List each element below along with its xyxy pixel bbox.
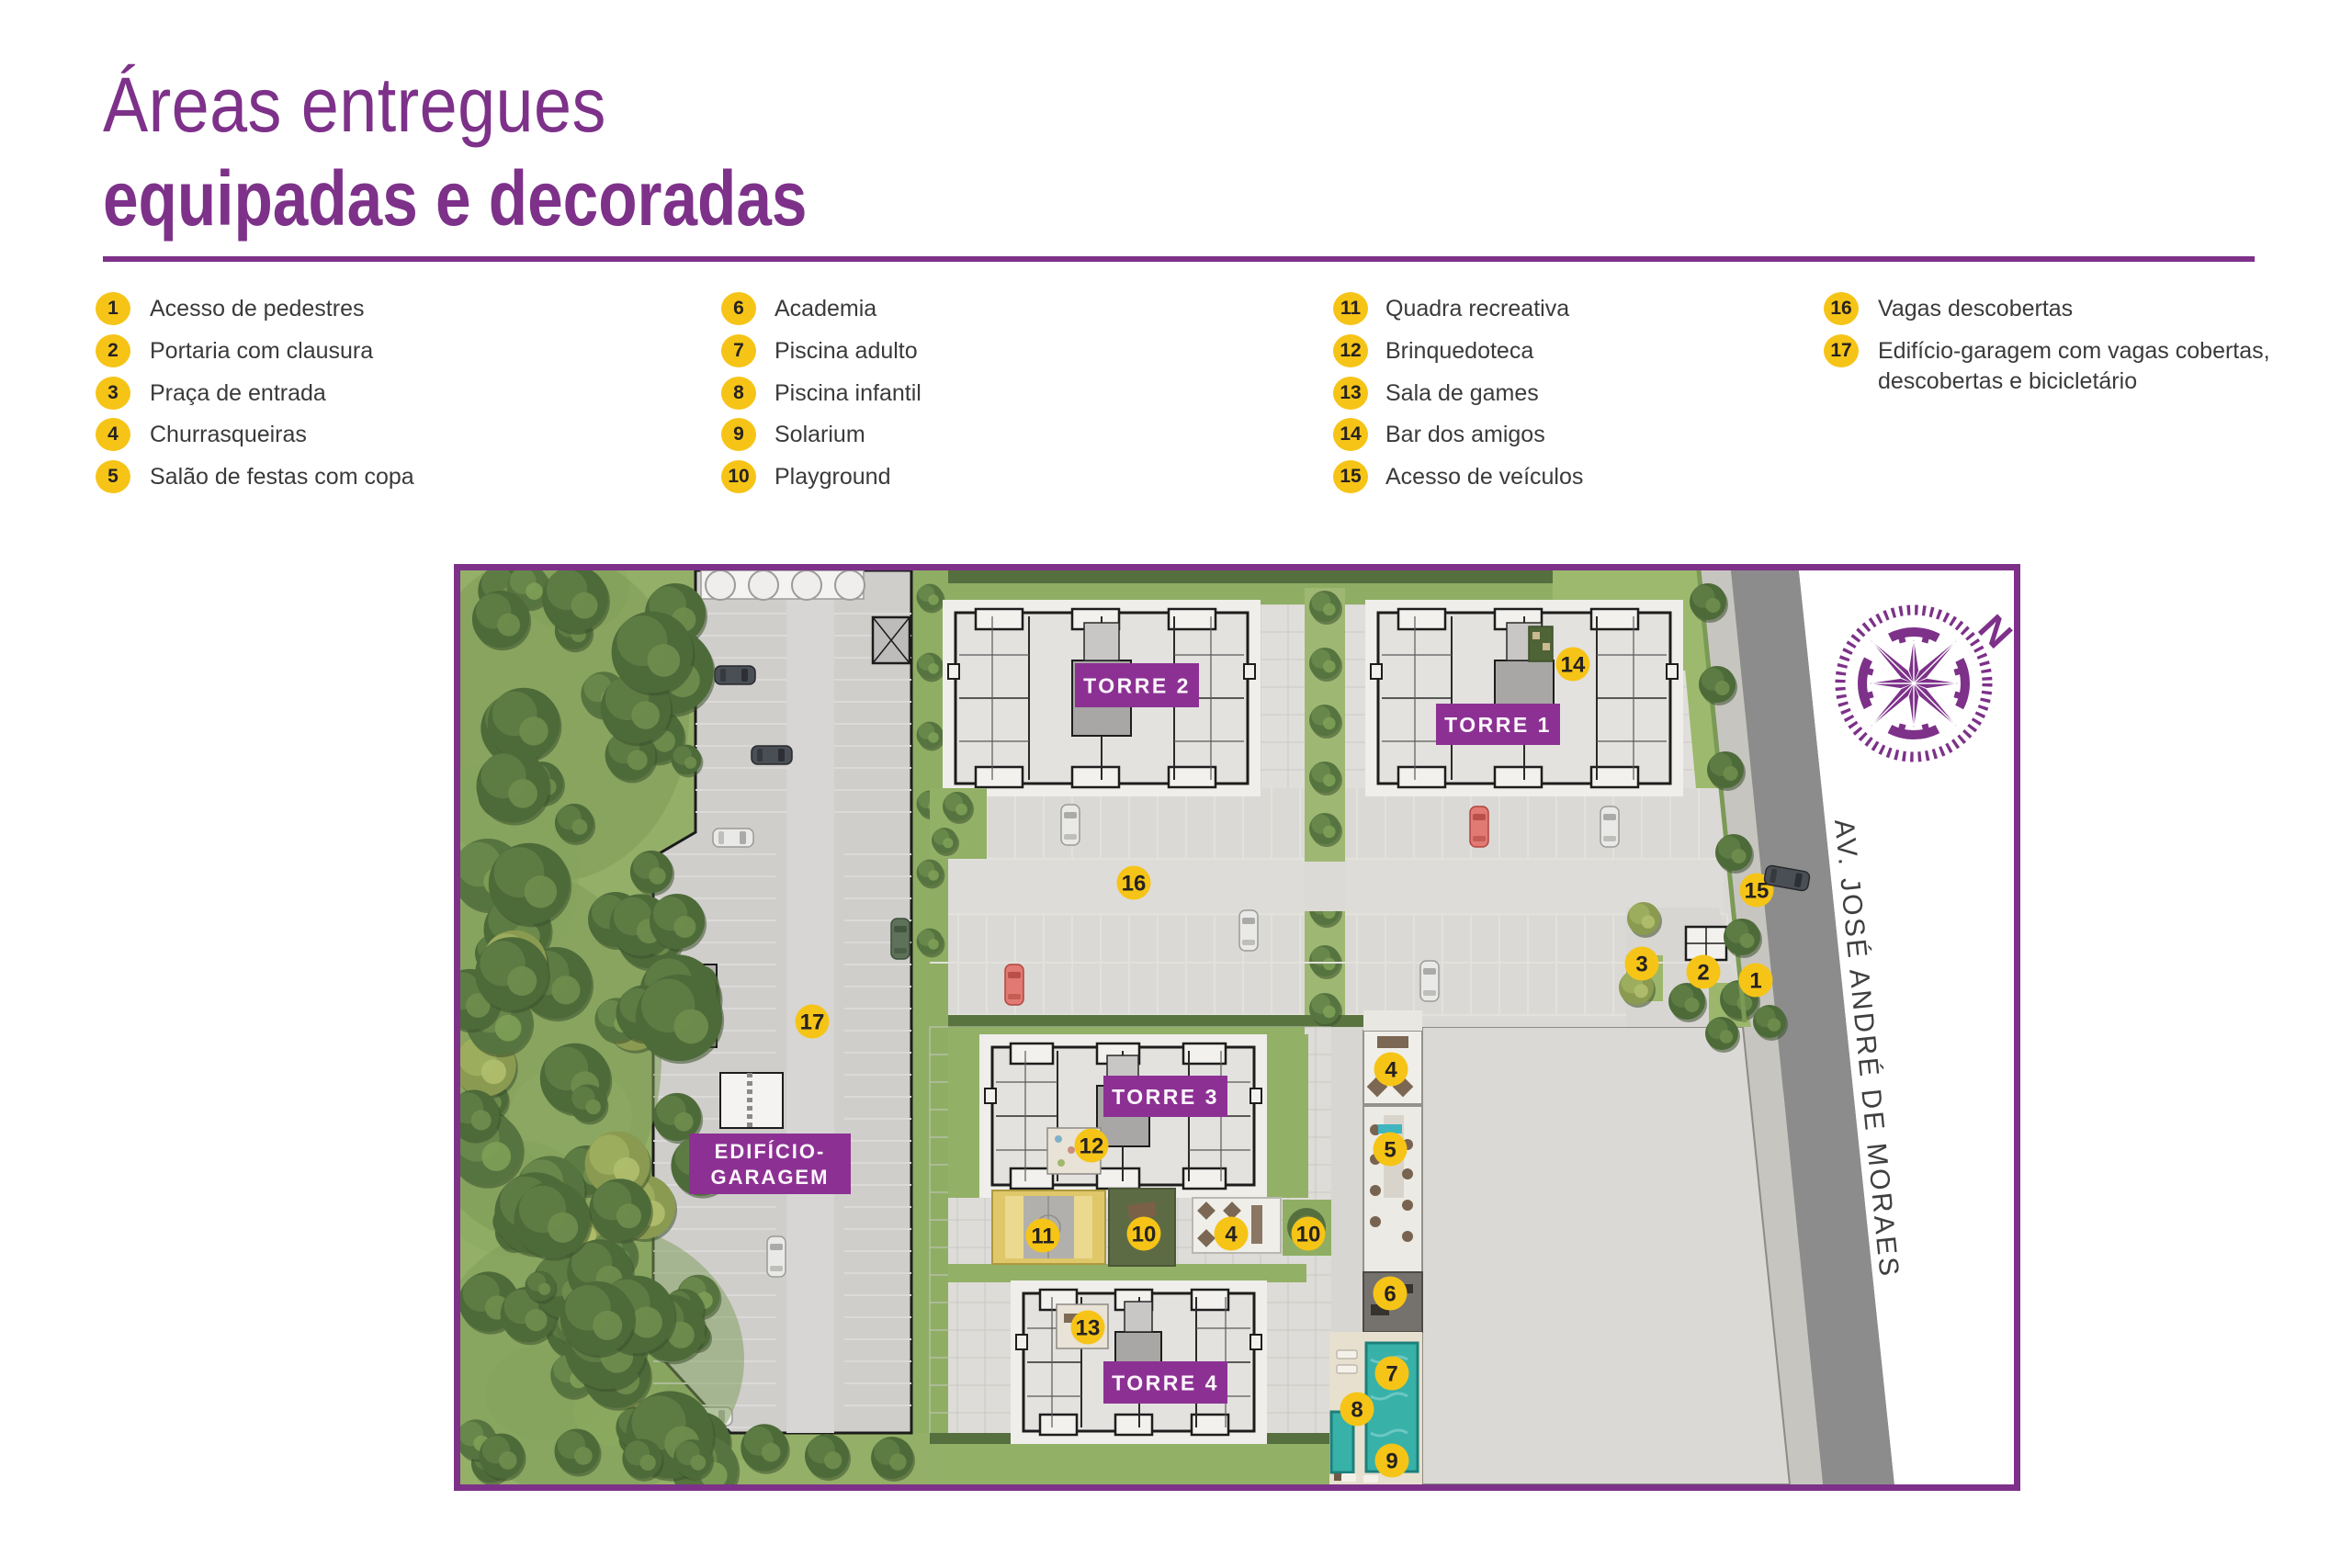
svg-text:TORRE 1: TORRE 1: [1444, 713, 1552, 737]
svg-text:8: 8: [1351, 1398, 1363, 1423]
svg-text:17: 17: [800, 1010, 825, 1035]
svg-text:1: 1: [1749, 969, 1761, 994]
svg-text:6: 6: [1384, 1282, 1396, 1307]
svg-text:15: 15: [1745, 879, 1770, 904]
svg-text:7: 7: [1385, 1362, 1397, 1387]
svg-text:TORRE 2: TORRE 2: [1083, 673, 1191, 697]
svg-text:5: 5: [1384, 1138, 1396, 1163]
svg-text:GARAGEM: GARAGEM: [711, 1166, 830, 1189]
svg-text:11: 11: [1031, 1224, 1054, 1249]
svg-text:12: 12: [1080, 1134, 1104, 1159]
svg-text:14: 14: [1561, 653, 1586, 678]
svg-text:13: 13: [1076, 1316, 1101, 1341]
svg-text:9: 9: [1385, 1450, 1397, 1474]
svg-text:16: 16: [1122, 872, 1147, 897]
svg-text:3: 3: [1635, 953, 1647, 977]
svg-text:4: 4: [1225, 1223, 1238, 1247]
svg-text:4: 4: [1385, 1058, 1397, 1083]
svg-text:2: 2: [1697, 961, 1709, 986]
svg-text:10: 10: [1296, 1223, 1321, 1247]
svg-text:TORRE 4: TORRE 4: [1112, 1371, 1219, 1394]
svg-text:10: 10: [1132, 1223, 1157, 1247]
svg-text:TORRE 3: TORRE 3: [1112, 1085, 1219, 1109]
svg-text:EDIFÍCIO-: EDIFÍCIO-: [715, 1140, 826, 1163]
